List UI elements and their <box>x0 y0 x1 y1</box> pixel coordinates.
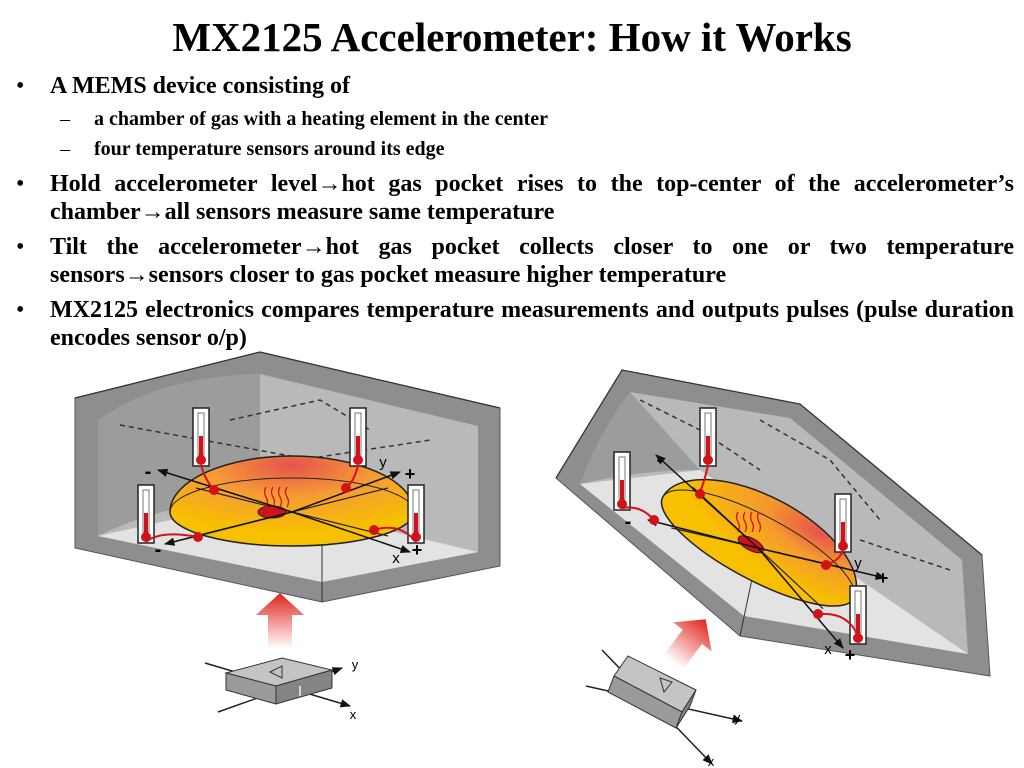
axis-y-label: y <box>854 555 862 572</box>
axis-plus-label: + <box>405 464 416 484</box>
chip-y-label: y <box>734 710 741 725</box>
sub-bullet-text: four temperature sensors around its edge <box>94 138 445 160</box>
bullet-text: MX2125 electronics compares temperature … <box>50 297 1014 351</box>
bullet-marker: • <box>16 234 25 260</box>
bullet-text: A MEMS device consisting of <box>50 73 350 99</box>
thermometer-icon <box>349 407 367 467</box>
gravity-arrow-icon <box>663 619 712 670</box>
thermometer-icon <box>192 407 210 467</box>
chip-x-label: x <box>708 754 715 768</box>
thermometer-icon <box>613 451 631 511</box>
thermometer-icon <box>834 493 852 553</box>
sub-bullet-item: – four temperature sensors around its edg… <box>14 137 1014 162</box>
level-chamber-diagram: - y + - x + y x <box>74 351 501 722</box>
thermometer-icon <box>407 484 425 544</box>
chip-level-icon <box>204 657 352 713</box>
axis-minus-label: - <box>657 449 664 471</box>
axis-minus-label: - <box>155 539 162 561</box>
sub-bullet-marker: – <box>60 138 70 160</box>
axis-plus-label: + <box>412 540 423 560</box>
axis-minus-label: - <box>145 461 152 483</box>
sub-bullet-item: – a chamber of gas with a heating element… <box>14 107 1014 132</box>
axis-y-label: y <box>379 454 387 471</box>
chip-y-label: y <box>352 657 359 672</box>
bullet-list: • A MEMS device consisting of – a chamber o… <box>14 72 1014 359</box>
bullet-marker: • <box>16 297 25 323</box>
slide-title: MX2125 Accelerometer: How it Works <box>172 14 852 60</box>
thermometer-icon <box>137 484 155 544</box>
bullet-item: • A MEMS device consisting of <box>14 72 1014 100</box>
bullet-item: • Tilt the accelerometer→hot gas pocket c… <box>14 233 1014 289</box>
bullet-text: Hold accelerometer level→hot gas pocket … <box>50 171 1014 225</box>
bullet-marker: • <box>16 73 25 99</box>
sub-bullet-marker: – <box>60 108 70 130</box>
sub-bullet-list: – a chamber of gas with a heating element… <box>14 107 1014 162</box>
chip-x-label: x <box>350 707 357 722</box>
bullet-marker: • <box>16 171 25 197</box>
bullet-item: • Hold accelerometer level→hot gas pocket… <box>14 170 1014 226</box>
axis-plus-label: + <box>845 645 856 665</box>
axis-minus-label: - <box>625 511 632 533</box>
axis-x-label: x <box>392 550 400 567</box>
gravity-arrow-icon <box>256 593 304 648</box>
sub-bullet-text: a chamber of gas with a heating element … <box>94 108 549 130</box>
axis-x-label: x <box>824 641 832 658</box>
thermometer-icon <box>699 407 717 467</box>
axis-plus-label: + <box>878 568 889 588</box>
tilted-chamber-diagram: - y + - x + y x <box>555 369 991 768</box>
chip-tilted-icon <box>585 649 744 765</box>
bullet-text: Tilt the accelerometer→hot gas pocket co… <box>50 234 1014 288</box>
heating-element <box>257 505 287 519</box>
bullet-item: • MX2125 electronics compares temperature… <box>14 296 1014 352</box>
